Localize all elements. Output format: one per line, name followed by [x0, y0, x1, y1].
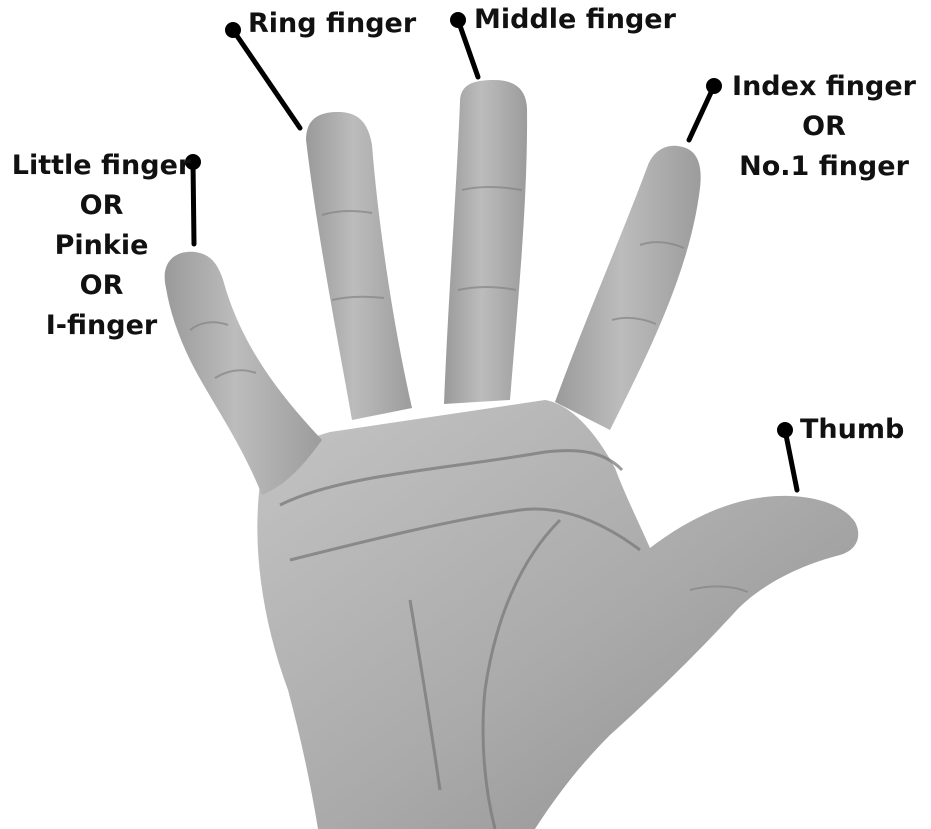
little-finger-or-2: OR [0, 266, 203, 306]
thumb-name: Thumb [800, 410, 904, 450]
little-finger-or-1: OR [0, 186, 203, 226]
ring-finger-leader-line [233, 30, 300, 128]
little-finger-name: Little finger [0, 146, 203, 186]
middle-finger-shape [444, 80, 527, 404]
palm-shape [257, 400, 858, 829]
thumb-label: Thumb [800, 410, 904, 450]
ring-finger-label: Ring finger [248, 4, 416, 44]
ring-finger-name: Ring finger [248, 4, 416, 44]
little-finger-label: Little finger OR Pinkie OR I-finger [0, 146, 203, 346]
index-finger-shape [555, 146, 701, 430]
index-finger-leader-line [689, 86, 714, 140]
middle-finger-name: Middle finger [474, 0, 676, 40]
little-finger-alt-name-pinkie: Pinkie [0, 226, 203, 266]
index-finger-alt-name: No.1 finger [722, 147, 926, 187]
index-finger-name: Index finger [722, 67, 926, 107]
index-finger-label: Index finger OR No.1 finger [722, 67, 926, 187]
thumb-leader-line [785, 430, 797, 490]
little-finger-alt-name-i-finger: I-finger [0, 306, 203, 346]
ring-finger-shape [306, 112, 412, 420]
middle-finger-label: Middle finger [474, 0, 676, 40]
index-finger-or: OR [722, 107, 926, 147]
